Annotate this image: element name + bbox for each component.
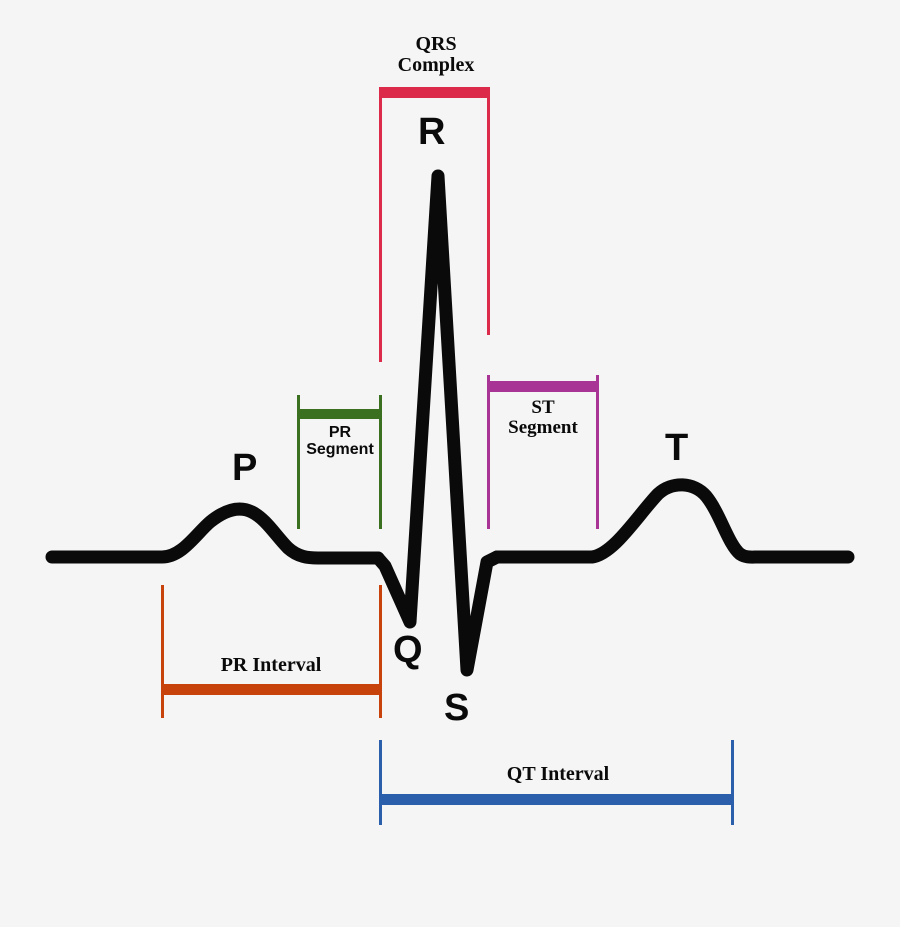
pr-interval-bar [161, 684, 382, 695]
qrs-bracket-right-leg [487, 90, 490, 335]
qrs-complex-label: QRS Complex [397, 33, 475, 77]
st-segment-left-leg [487, 375, 490, 529]
pr-interval-label: PR Interval [220, 654, 322, 676]
ecg-trace-qrs-complex [371, 169, 504, 677]
pr-interval-bracket [161, 585, 382, 718]
r-wave-letter: R [418, 111, 446, 153]
ecg-trace-post-qrs [490, 478, 855, 564]
qt-interval-right-leg [731, 740, 734, 825]
pr-segment-left-leg [297, 395, 300, 529]
st-segment-bar [487, 381, 599, 392]
s-wave-letter: S [444, 687, 470, 729]
qt-interval-bar [379, 794, 734, 805]
t-wave-letter: T [665, 427, 689, 469]
p-wave-letter: P [232, 447, 258, 489]
qrs-bracket-bar [379, 87, 490, 98]
st-segment-right-leg [596, 375, 599, 529]
pr-interval-left-leg [161, 585, 164, 718]
qt-interval-bracket [379, 740, 734, 825]
qrs-bracket-left-leg [379, 90, 382, 362]
pr-segment-right-leg [379, 395, 382, 529]
q-wave-letter: Q [393, 629, 423, 671]
st-segment-label: ST Segment [508, 397, 578, 439]
qt-interval-label: QT Interval [506, 763, 610, 785]
pr-segment-label: PR Segment [306, 424, 374, 458]
pr-interval-right-leg [379, 585, 382, 718]
pr-segment-bar [297, 409, 382, 419]
qrs-complex-bracket [379, 87, 490, 362]
st-segment-bracket [487, 375, 599, 529]
pr-segment-bracket [297, 395, 382, 529]
qt-interval-left-leg [379, 740, 382, 825]
ecg-trace-pre-qrs [45, 502, 385, 565]
